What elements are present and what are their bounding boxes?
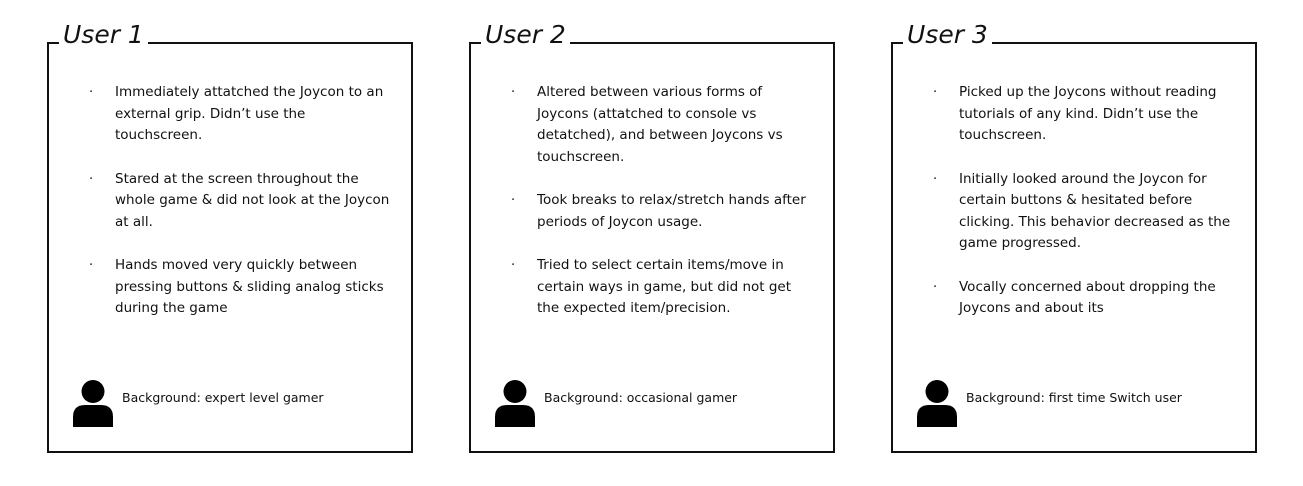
card-title: User 2: [481, 18, 570, 52]
corner-tick: [891, 42, 893, 50]
observation-item: · Stared at the screen throughout the who…: [89, 169, 391, 234]
card-title: User 3: [903, 18, 992, 52]
corner-tick: [47, 42, 49, 50]
user-profile: Background: first time Switch user: [917, 378, 1182, 428]
person-icon: [495, 380, 535, 427]
observation-list: · Picked up the Joycons without reading t…: [933, 82, 1235, 342]
observation-item: · Hands moved very quickly between pressi…: [89, 255, 391, 320]
card-title: User 1: [59, 18, 148, 52]
bullet: ·: [89, 85, 94, 100]
background-label: Background: occasional gamer: [544, 389, 738, 405]
observation-text: Took breaks to relax/stretch hands after…: [537, 192, 806, 230]
user-card-3: User 3 · Picked up the Joycons without re…: [891, 18, 1257, 453]
person-icon: [917, 380, 957, 427]
observation-item: · Initially looked around the Joycon for …: [933, 169, 1235, 255]
bullet: ·: [933, 279, 938, 295]
observation-text: Immediately attatched the Joycon to an e…: [115, 84, 384, 143]
observation-text: Picked up the Joycons without reading tu…: [959, 84, 1217, 143]
background-label: Background: first time Switch user: [966, 389, 1182, 405]
observation-text: Stared at the screen throughout the whol…: [115, 170, 390, 230]
observation-item: · Immediately attatched the Joycon to an …: [89, 82, 391, 147]
person-icon: [73, 380, 113, 427]
user-profile: Background: expert level gamer: [73, 378, 324, 428]
observation-item: · Vocally concerned about dropping the Jo…: [933, 277, 1235, 320]
bullet: ·: [89, 171, 94, 187]
observation-item: · Took breaks to relax/stretch hands afte…: [511, 190, 813, 233]
user-card-1: User 1 · Immediately attatched the Joycon…: [47, 18, 413, 453]
observation-text: Initially looked around the Joycon for c…: [959, 170, 1231, 252]
user-card-2: User 2 · Altered between various forms of…: [469, 18, 835, 453]
observation-text: Tried to select certain items/move in ce…: [537, 257, 792, 316]
background-label: Background: expert level gamer: [122, 389, 324, 405]
bullet: ·: [933, 171, 938, 187]
observation-text: Vocally concerned about dropping the Joy…: [959, 278, 1216, 317]
observation-text: Hands moved very quickly between pressin…: [115, 257, 384, 316]
observation-item: · Altered between various forms of Joycon…: [511, 82, 813, 168]
corner-tick: [469, 42, 471, 50]
observation-item: · Tried to select certain items/move in c…: [511, 255, 813, 320]
bullet: ·: [511, 258, 516, 273]
bullet: ·: [89, 258, 94, 273]
observation-text: Altered between various forms of Joycons…: [537, 84, 783, 165]
bullet: ·: [933, 85, 938, 100]
user-profile: Background: occasional gamer: [495, 378, 737, 428]
bullet: ·: [511, 193, 516, 208]
observation-list: · Immediately attatched the Joycon to an …: [89, 82, 391, 342]
bullet: ·: [511, 85, 516, 100]
observation-list: · Altered between various forms of Joycon…: [511, 82, 813, 342]
observation-item: · Picked up the Joycons without reading t…: [933, 82, 1235, 147]
